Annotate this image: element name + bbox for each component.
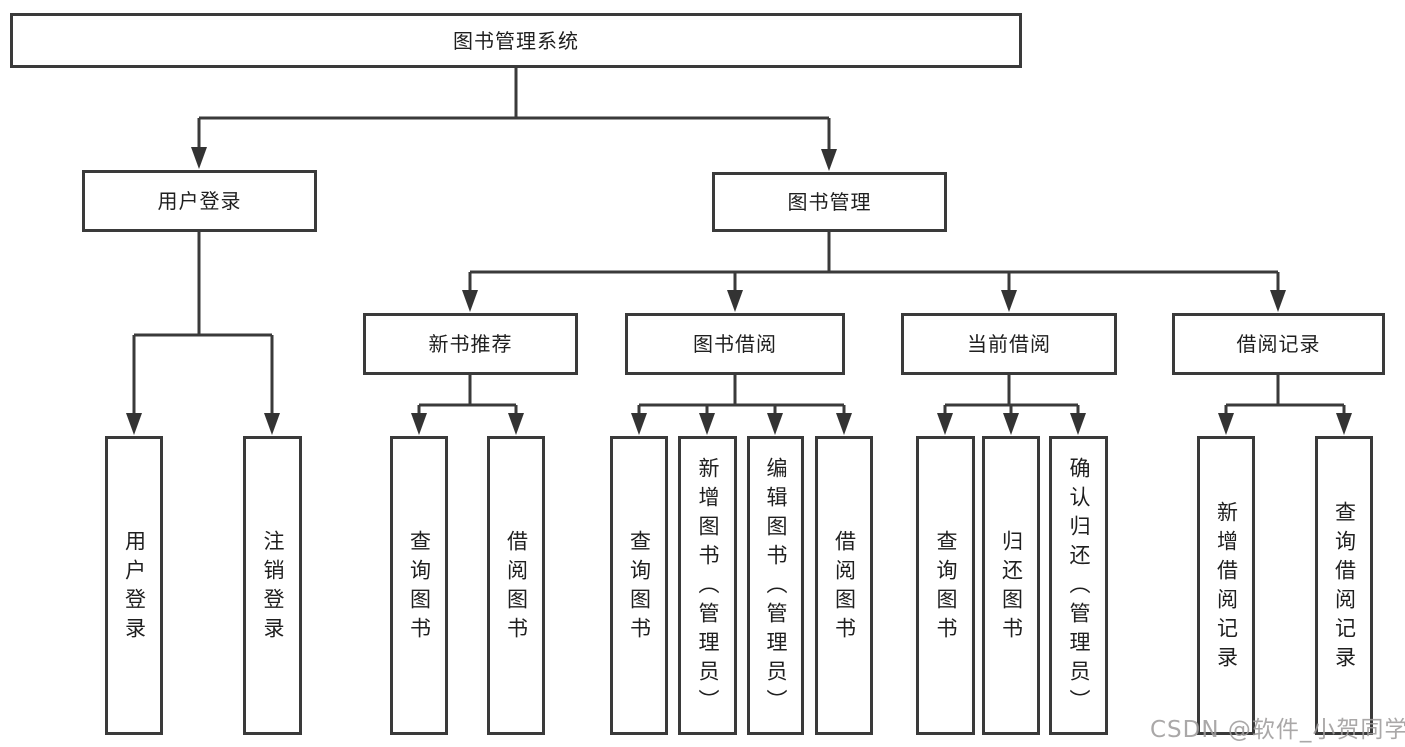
- node-leaf-return-book: 归还图书: [982, 436, 1040, 735]
- node-leaf-add-borrow-record: 新增借阅记录: [1197, 436, 1255, 735]
- connector-borrowrecords-to-leaves: [1218, 375, 1352, 435]
- connector-newbookrec-to-leaves: [411, 375, 524, 435]
- node-root-system: 图书管理系统: [10, 13, 1022, 68]
- connector-bookmgmt-to-level3: [462, 232, 1286, 312]
- connector-userlogin-to-leaves: [126, 232, 280, 435]
- node-borrowing-records: 借阅记录: [1172, 313, 1385, 375]
- node-leaf-query-books-borrowing: 查询图书: [610, 436, 668, 735]
- node-leaf-user-login: 用户登录: [105, 436, 163, 735]
- node-leaf-borrow-books-recommend: 借阅图书: [487, 436, 545, 735]
- node-book-management: 图书管理: [712, 172, 947, 232]
- node-leaf-edit-book-admin: 编辑图书（管理员）: [747, 436, 804, 735]
- node-leaf-query-books-current: 查询图书: [916, 436, 975, 735]
- csdn-watermark: CSDN @软件_小贺同学: [1150, 717, 1405, 743]
- node-current-borrowing: 当前借阅: [901, 313, 1117, 375]
- node-book-borrowing: 图书借阅: [625, 313, 845, 375]
- node-leaf-logout: 注销登录: [243, 436, 302, 735]
- node-leaf-confirm-return-admin: 确认归还（管理员）: [1049, 436, 1108, 735]
- connector-bookborrow-to-leaves: [631, 375, 852, 435]
- node-user-login: 用户登录: [82, 170, 317, 232]
- node-leaf-add-book-admin: 新增图书（管理员）: [678, 436, 737, 735]
- node-leaf-borrow-books-borrowing: 借阅图书: [815, 436, 873, 735]
- node-new-book-recommendation: 新书推荐: [363, 313, 578, 375]
- connector-currentborrow-to-leaves: [937, 375, 1086, 435]
- node-leaf-query-borrow-record: 查询借阅记录: [1315, 436, 1373, 735]
- connector-root-to-level2: [191, 68, 837, 171]
- node-leaf-query-books-recommend: 查询图书: [390, 436, 448, 735]
